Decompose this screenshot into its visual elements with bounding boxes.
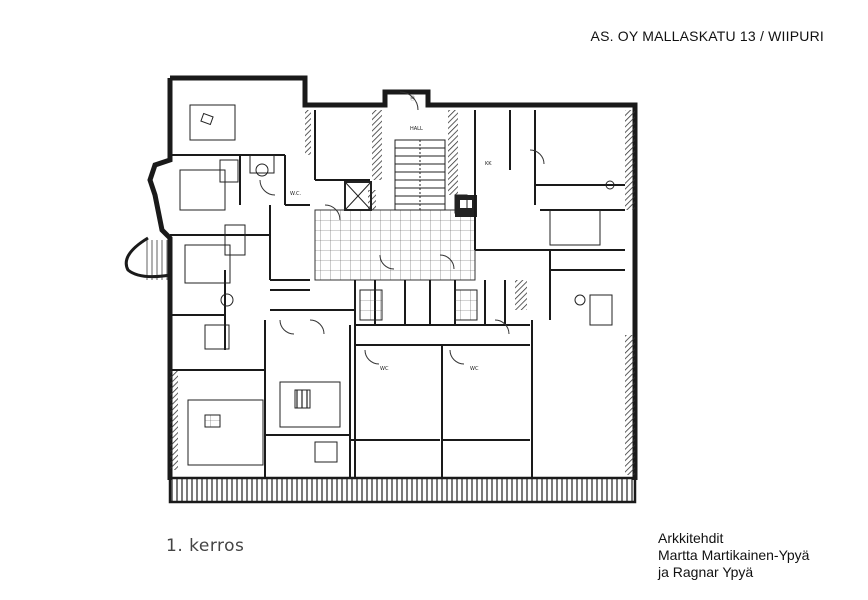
floor-label: 1. kerros: [166, 536, 245, 556]
elevator-shaft: [344, 181, 372, 211]
credits-line-1: Arkkitehdit: [658, 530, 724, 546]
exterior-walls: [147, 75, 638, 480]
credits-line-3: ja Ragnar Ypyä: [658, 564, 754, 580]
stair-hall-tiles: [314, 209, 476, 281]
document-title: AS. OY MALLASKATU 13 / WIIPURI: [590, 28, 824, 44]
credits-line-2: Martta Martikainen-Ypyä: [658, 547, 810, 563]
svg-text:WC: WC: [380, 366, 389, 372]
stair-symbol: [394, 139, 446, 211]
svg-text:HALL: HALL: [410, 126, 423, 132]
furniture-symbol: [179, 104, 615, 466]
door-swing-symbol: [259, 91, 545, 365]
svg-text:Ⓜ: Ⓜ: [410, 95, 415, 102]
floor-plan-svg: Ⓜ W.C. KK WC WC HALL: [124, 75, 638, 504]
interior-walls: [170, 110, 625, 478]
svg-text:KK: KK: [485, 161, 492, 167]
svg-text:W.C.: W.C.: [290, 191, 301, 197]
floor-plan-drawing: Ⓜ W.C. KK WC WC HALL: [110, 70, 650, 520]
architect-credits: Arkkitehdit Martta Martikainen-Ypyä ja R…: [658, 530, 809, 581]
balcony-railing: [168, 476, 637, 504]
svg-text:WC: WC: [470, 366, 479, 372]
